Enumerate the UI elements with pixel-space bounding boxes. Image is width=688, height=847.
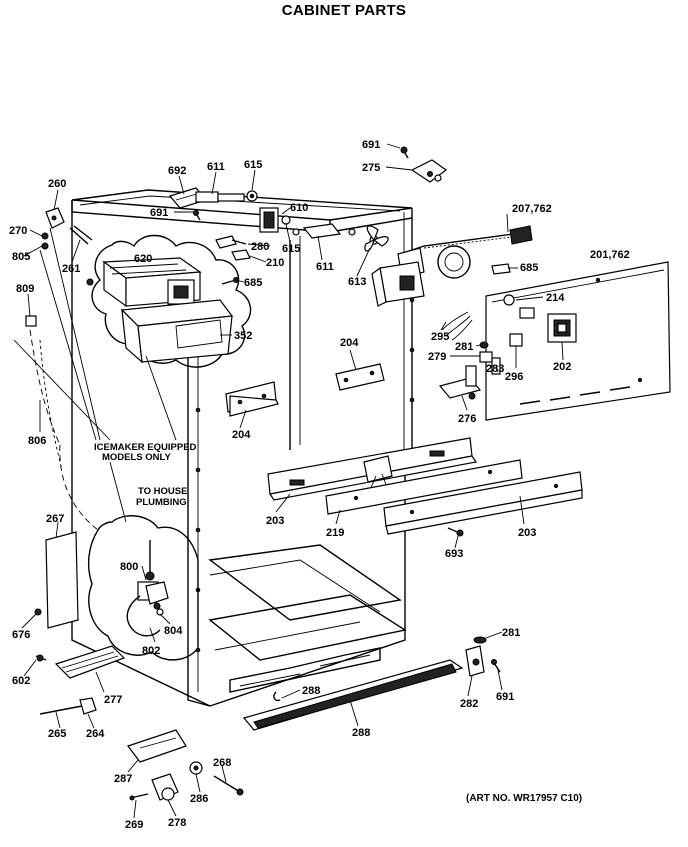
callout-214: 214: [546, 292, 565, 304]
cabinet-body: [71, 189, 415, 707]
callout-805: 805: [12, 251, 30, 263]
page-title: CABINET PARTS: [281, 2, 407, 19]
callout-278: 278: [168, 817, 186, 829]
notes: ICEMAKER EQUIPPED MODELS ONLY TO HOUSE P…: [94, 442, 197, 508]
callout-279: 279: [428, 351, 446, 363]
plumbing-note-line-1: TO HOUSE: [138, 486, 187, 497]
callout-693: 693: [445, 548, 463, 560]
callout-352: 352: [234, 330, 252, 342]
callout-296: 296: [505, 371, 523, 383]
callout-268: 268: [213, 757, 231, 769]
callout-806: 806: [28, 435, 46, 447]
callout-219: 219: [326, 527, 344, 539]
callout-691: 691: [362, 139, 380, 151]
callout-288: 288: [302, 685, 320, 697]
callout-287: 287: [114, 773, 132, 785]
callout-207-762: 207,762: [512, 203, 552, 215]
callout-685: 685: [520, 262, 538, 274]
callout-610: 610: [290, 202, 308, 214]
part-callouts: 691 275 692 611 615 260 691 610 207,762 …: [9, 139, 630, 831]
callout-613: 613: [348, 276, 366, 288]
evaporator-fan-area: [371, 225, 533, 307]
callout-282: 282: [460, 698, 478, 710]
art-number: (ART NO. WR17957 C10): [466, 793, 583, 804]
callout-210: 210: [266, 257, 284, 269]
callout-809: 809: [16, 283, 34, 295]
callout-615: 615: [244, 159, 262, 171]
callout-281: 281: [455, 341, 473, 353]
callout-286: 286: [190, 793, 208, 805]
callout-685: 685: [244, 277, 262, 289]
callout-620: 620: [134, 253, 152, 265]
callout-270: 270: [9, 225, 27, 237]
callout-202: 202: [553, 361, 571, 373]
callout-676: 676: [12, 629, 30, 641]
callout-204: 204: [340, 337, 359, 349]
callout-275: 275: [362, 162, 380, 174]
callout-261: 261: [62, 263, 80, 275]
callout-283: 283: [486, 363, 504, 375]
rails-and-brackets: [225, 363, 583, 537]
callout-201-762: 201,762: [590, 249, 630, 261]
callout-269: 269: [125, 819, 143, 831]
left-side-parts: [25, 207, 244, 801]
plumbing-note-line-2: PLUMBING: [136, 497, 187, 508]
callout-276: 276: [458, 413, 476, 425]
callout-615: 615: [282, 243, 300, 255]
callout-295: 295: [431, 331, 449, 343]
callout-611: 611: [207, 161, 225, 173]
icemaker-note-line-2: MODELS ONLY: [102, 452, 171, 463]
top-hardware: [168, 187, 389, 285]
callout-691: 691: [150, 207, 168, 219]
callout-203: 203: [266, 515, 284, 527]
bottom-right-parts: [242, 636, 501, 731]
callout-691: 691: [496, 691, 514, 703]
callout-277: 277: [104, 694, 122, 706]
callout-804: 804: [164, 625, 183, 637]
top-hinge-275: [400, 146, 448, 183]
callout-204: 204: [232, 429, 251, 441]
control-panel-201: [438, 261, 671, 421]
callout-602: 602: [12, 675, 30, 687]
callout-260: 260: [48, 178, 66, 190]
callout-281: 281: [502, 627, 520, 639]
fan-blade-613: [364, 225, 389, 252]
leader-lines: [13, 143, 564, 819]
icemaker-assembly: [86, 234, 252, 368]
callout-203: 203: [518, 527, 536, 539]
callout-611: 611: [316, 261, 334, 273]
callout-692: 692: [168, 165, 186, 177]
callout-802: 802: [142, 645, 160, 657]
callout-280: 280: [251, 241, 269, 253]
callout-265: 265: [48, 728, 66, 740]
callout-267: 267: [46, 513, 64, 525]
water-valve-assembly: [87, 515, 199, 661]
callout-800: 800: [120, 561, 138, 573]
icemaker-note-line-1: ICEMAKER EQUIPPED: [94, 442, 197, 453]
callout-264: 264: [86, 728, 105, 740]
callout-288: 288: [352, 727, 370, 739]
